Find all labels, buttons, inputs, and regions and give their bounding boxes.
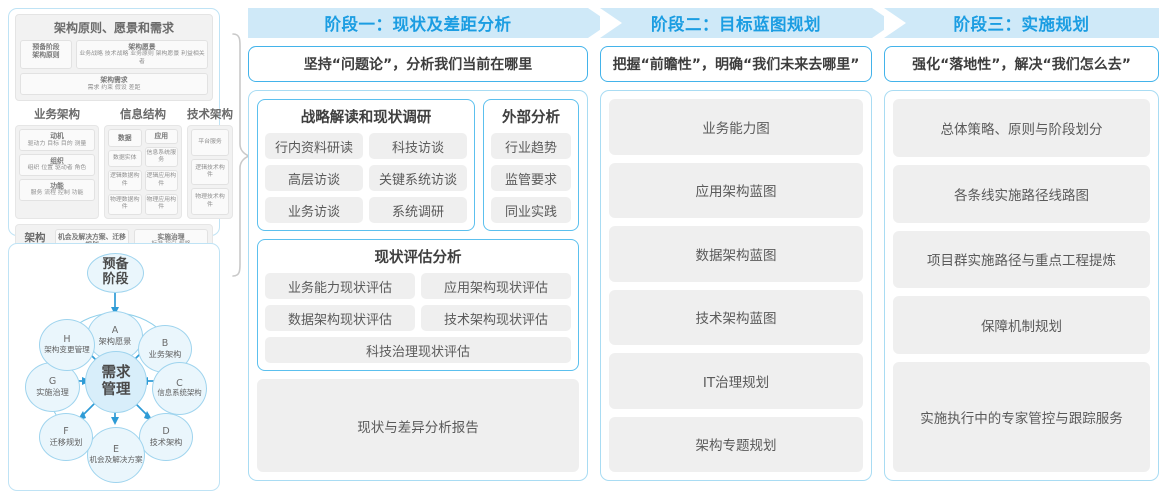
phase-one-subtitle: 坚持“问题论”，分析我们当前在哪里 xyxy=(248,46,588,82)
phase-three-band: 阶段三：实施规划 xyxy=(884,8,1159,38)
chip-item[interactable]: 高层访谈 xyxy=(265,165,363,191)
group-external-analysis-title: 外部分析 xyxy=(502,110,560,126)
adm-wheel: 预备 阶段 A 架构愿景 B 业务架构 C 信息系统架构 D 技术架构 xyxy=(15,249,213,484)
phase-one-body: 战略解读和现状调研 行内资料研读 科技访谈 高层访谈 关键系统访谈 业务访谈 系… xyxy=(248,90,588,481)
chip-item[interactable]: 系统调研 xyxy=(369,197,467,223)
list-item[interactable]: 总体策略、原则与阶段划分 xyxy=(893,99,1150,157)
phase-one-report[interactable]: 现状与差异分析报告 xyxy=(257,379,579,472)
business-cell: 组织 组织 位置 驱动者 角色 xyxy=(19,153,95,176)
phase-two-body: 业务能力图 应用架构蓝图 数据架构蓝图 技术架构蓝图 IT治理规划 架构专题规划 xyxy=(600,90,872,481)
adm-node-d[interactable]: D 技术架构 xyxy=(139,413,193,461)
application-subcolumn: 应用 信息系统服务 逻辑应用构件 物理应用构件 xyxy=(144,129,178,215)
architecture-principles-section: 架构原则、愿景和需求 预备阶段 架构原则 架构愿景 业务战略 技术战略 业务原则… xyxy=(15,14,213,102)
principles-title: 架构原则、愿景和需求 xyxy=(53,21,174,35)
prep-stage-line2: 架构原则 xyxy=(32,51,60,60)
list-item[interactable]: 业务能力图 xyxy=(609,99,863,155)
phase-two-title: 阶段二：目标蓝图规划 xyxy=(651,15,821,34)
business-architecture-body: 动机 驱动力 目标 目的 测量 组织 组织 位置 驱动者 角色 功能 服务 流程… xyxy=(15,125,99,219)
prep-stage-box: 预备阶段 架构原则 xyxy=(20,40,72,70)
information-structure-body: 数据 数据实体 逻辑数据构件 物理数据构件 应用 信息系统服务 逻辑应用构件 物… xyxy=(104,125,182,219)
data-subcolumn: 数据 数据实体 逻辑数据构件 物理数据构件 xyxy=(108,129,142,215)
technology-architecture-body: 平台服务 逻辑技术构件 物理技术构件 xyxy=(187,125,233,219)
adm-node-c[interactable]: C 信息系统架构 xyxy=(152,362,207,415)
list-item[interactable]: 实施执行中的专家管控与跟踪服务 xyxy=(893,362,1150,472)
architecture-vision-title: 架构愿景 xyxy=(128,43,156,51)
technology-architecture-column: 技术架构 平台服务 逻辑技术构件 物理技术构件 xyxy=(187,106,233,219)
list-item[interactable]: 架构专题规划 xyxy=(609,416,863,472)
business-architecture-column: 业务架构 动机 驱动力 目标 目的 测量 组织 组织 位置 驱动者 角色 功能 xyxy=(15,106,99,219)
group-external-analysis: 外部分析 行业趋势 监管要求 同业实践 xyxy=(483,99,579,231)
architecture-requirement-items: 需求 约束 假设 差距 xyxy=(87,84,141,91)
phase-two-subtitle: 把握“前瞻性”，明确“我们未来去哪里” xyxy=(600,46,872,82)
chip-item[interactable]: 行内资料研读 xyxy=(265,133,363,159)
chip-item[interactable]: 应用架构现状评估 xyxy=(421,273,571,299)
list-item[interactable]: 保障机制规划 xyxy=(893,296,1150,355)
business-cell: 动机 驱动力 目标 目的 测量 xyxy=(19,129,95,151)
list-item[interactable]: 应用架构蓝图 xyxy=(609,162,863,218)
group-current-state-assessment-title: 现状评估分析 xyxy=(374,250,462,266)
phase-two-items: 业务能力图 应用架构蓝图 数据架构蓝图 技术架构蓝图 IT治理规划 架构专题规划 xyxy=(609,99,863,472)
adm-node-center[interactable]: 需求 管理 xyxy=(85,351,147,413)
architecture-vision-box: 架构愿景 业务战略 技术战略 业务原则 架构愿景 利益相关者 xyxy=(76,40,208,70)
phase-one-title: 阶段一：现状及差距分析 xyxy=(324,15,512,34)
business-architecture-title: 业务架构 xyxy=(34,107,80,122)
chip-item[interactable]: 同业实践 xyxy=(491,197,571,223)
group-external-analysis-items: 行业趋势 监管要求 同业实践 xyxy=(491,133,571,223)
list-item[interactable]: 项目群实施路径与重点工程提炼 xyxy=(893,230,1150,289)
phase-three: 阶段三：实施规划 强化“落地性”，解决“我们怎么去” 总体策略、原则与阶段划分 … xyxy=(884,8,1159,481)
togaf-adm-cycle-card: 预备 阶段 A 架构愿景 B 业务架构 C 信息系统架构 D 技术架构 xyxy=(8,243,220,491)
phase-one: 阶段一：现状及差距分析 坚持“问题论”，分析我们当前在哪里 战略解读和现状调研 … xyxy=(248,8,610,481)
information-structure-title: 信息结构 xyxy=(120,107,166,122)
group-strategy-research: 战略解读和现状调研 行内资料研读 科技访谈 高层访谈 关键系统访谈 业务访谈 系… xyxy=(257,99,475,231)
chip-item[interactable]: 业务访谈 xyxy=(265,197,363,223)
chip-item[interactable]: 关键系统访谈 xyxy=(369,165,467,191)
chip-item[interactable]: 监管要求 xyxy=(491,165,571,191)
adm-node-f[interactable]: F 迁移规划 xyxy=(39,413,93,461)
phase-one-band: 阶段一：现状及差距分析 xyxy=(248,8,610,38)
phase-three-title: 阶段三：实施规划 xyxy=(953,15,1090,34)
phase-three-subtitle: 强化“落地性”，解决“我们怎么去” xyxy=(884,46,1159,82)
group-strategy-research-items: 行内资料研读 科技访谈 高层访谈 关键系统访谈 业务访谈 系统调研 xyxy=(265,133,467,223)
group-current-state-assessment-items: 业务能力现状评估 应用架构现状评估 数据架构现状评估 技术架构现状评估 科技治理… xyxy=(265,273,571,363)
adm-node-prep[interactable]: 预备 阶段 xyxy=(87,253,144,293)
togaf-reference-column: 架构原则、愿景和需求 预备阶段 架构原则 架构愿景 业务战略 技术战略 业务原则… xyxy=(8,8,252,492)
list-item[interactable]: IT治理规划 xyxy=(609,353,863,409)
chip-item[interactable]: 数据架构现状评估 xyxy=(265,305,415,331)
business-cell: 功能 服务 流程 控制 功能 xyxy=(19,178,95,201)
information-structure-column: 信息结构 数据 数据实体 逻辑数据构件 物理数据构件 应用 信息系统服务 逻辑应… xyxy=(104,106,182,219)
chip-item[interactable]: 技术架构现状评估 xyxy=(421,305,571,331)
chip-item[interactable]: 科技访谈 xyxy=(369,133,467,159)
phase-three-body: 总体策略、原则与阶段划分 各条线实施路径线路图 项目群实施路径与重点工程提炼 保… xyxy=(884,90,1159,481)
phase-three-items: 总体策略、原则与阶段划分 各条线实施路径线路图 项目群实施路径与重点工程提炼 保… xyxy=(893,99,1150,472)
chip-item[interactable]: 科技治理现状评估 xyxy=(265,337,571,363)
list-item[interactable]: 技术架构蓝图 xyxy=(609,289,863,345)
group-strategy-research-title: 战略解读和现状调研 xyxy=(300,110,432,126)
chip-item[interactable]: 行业趋势 xyxy=(491,133,571,159)
togaf-content-framework-card: 架构原则、愿景和需求 预备阶段 架构原则 架构愿景 业务战略 技术战略 业务原则… xyxy=(8,8,233,267)
prep-stage-line1: 预备阶段 xyxy=(32,43,60,51)
phase-two-band: 阶段二：目标蓝图规划 xyxy=(600,8,894,38)
chip-item[interactable]: 业务能力现状评估 xyxy=(265,273,415,299)
list-item[interactable]: 各条线实施路径线路图 xyxy=(893,164,1150,223)
architecture-requirement-title: 架构需求 xyxy=(100,76,128,85)
technology-architecture-title: 技术架构 xyxy=(187,107,233,122)
architecture-requirement-box: 架构需求 需求 约束 假设 差距 xyxy=(20,73,208,96)
group-current-state-assessment: 现状评估分析 业务能力现状评估 应用架构现状评估 数据架构现状评估 技术架构现状… xyxy=(257,239,579,371)
architecture-domains-row: 业务架构 动机 驱动力 目标 目的 测量 组织 组织 位置 驱动者 角色 功能 xyxy=(15,106,233,219)
adm-node-e[interactable]: E 机会及解决方案 xyxy=(87,427,145,483)
phase-two: 阶段二：目标蓝图规划 把握“前瞻性”，明确“我们未来去哪里” 业务能力图 应用架… xyxy=(600,8,894,481)
list-item[interactable]: 数据架构蓝图 xyxy=(609,226,863,282)
adm-node-h[interactable]: H 架构变更管理 xyxy=(39,319,95,371)
architecture-vision-items: 业务战略 技术战略 业务原则 架构愿景 利益相关者 xyxy=(79,51,205,65)
